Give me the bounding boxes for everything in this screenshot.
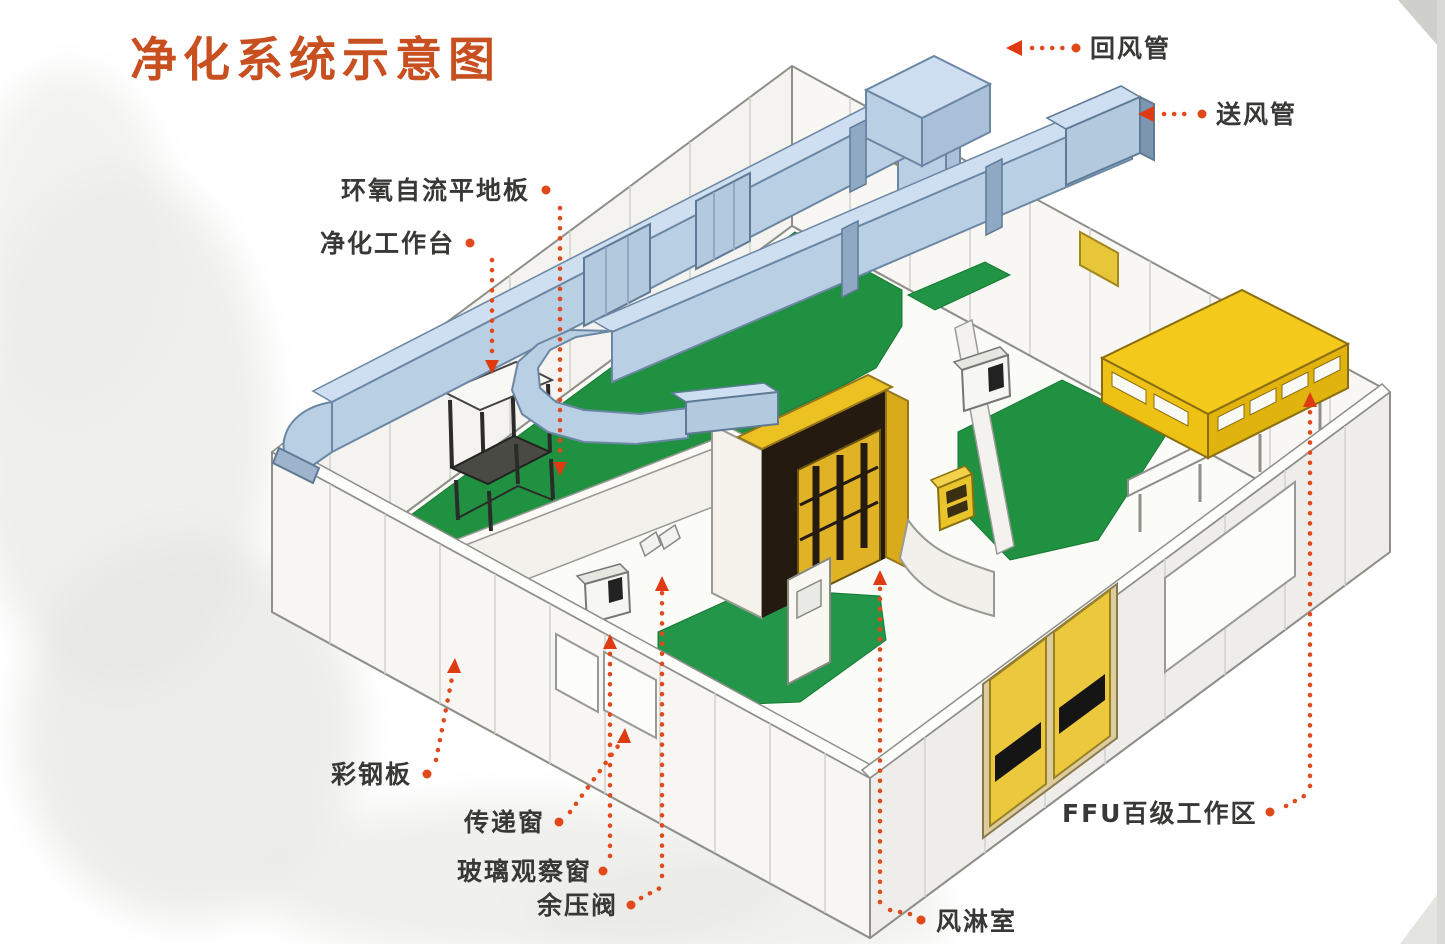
green-epoxy-floor-back	[906, 261, 1012, 311]
duct-joint-box	[583, 222, 651, 328]
glass-observation-window-panel	[555, 632, 599, 714]
duct-diffuser-box	[669, 382, 781, 436]
wall-control-box	[575, 563, 632, 626]
up-arrow-icon	[447, 658, 461, 673]
duct-flange-band	[841, 219, 859, 299]
air-shower-entry-doors	[982, 582, 1118, 840]
duct-flange-band	[985, 157, 1003, 237]
air-shower-room-structure	[710, 373, 909, 686]
label-text: 送风管	[1216, 100, 1297, 129]
speaker-grille-icon	[608, 577, 623, 603]
observation-window-panel	[1164, 480, 1296, 674]
label-text: FFU百级工作区	[1062, 799, 1257, 828]
up-arrow-icon	[617, 728, 631, 743]
label-return-air-duct: 回风管	[1006, 34, 1171, 63]
door-window	[796, 578, 822, 620]
label-text: 玻璃观察窗	[457, 857, 592, 886]
up-arrow-icon	[655, 576, 669, 591]
ffu-canopy-top	[1099, 288, 1351, 416]
door-kick-plate	[995, 722, 1041, 782]
door-kick-plate	[1059, 674, 1105, 734]
label-color-steel-panel: 彩钢板	[331, 658, 461, 789]
label-transfer-window: 传递窗	[463, 728, 631, 837]
label-text: 风淋室	[936, 907, 1017, 936]
page-edge-shadows	[1398, 0, 1445, 944]
duct-joint-box	[695, 171, 751, 271]
ffu-filter-slots	[1111, 355, 1341, 432]
label-text: 余压阀	[536, 891, 618, 920]
label-text: 传递窗	[463, 808, 545, 837]
annotations: 回风管 送风管 环氧自流平地板 净化工作台 彩钢板 传递窗	[130, 33, 1317, 936]
pressure-valve-vents	[639, 523, 681, 558]
background-marble	[0, 70, 950, 944]
duct-flange-band	[849, 118, 867, 194]
leader-dot-icon	[598, 866, 608, 876]
duct-elbow-right	[863, 54, 993, 168]
leader-dot-icon	[465, 238, 475, 248]
leader-dot-icon	[1265, 807, 1275, 817]
label-clean-workbench: 净化工作台	[320, 229, 499, 374]
ffu-work-area	[1099, 288, 1351, 532]
front-left-wall	[270, 443, 882, 939]
label-text: 回风管	[1090, 34, 1171, 63]
label-supply-air-duct: 送风管	[1138, 100, 1297, 129]
down-arrow-icon	[485, 360, 499, 374]
yellow-equipment-box	[929, 465, 976, 532]
workbench-shelf	[449, 434, 553, 486]
label-epoxy-floor: 环氧自流平地板	[341, 176, 567, 476]
left-arrow-icon	[1006, 40, 1022, 56]
up-arrow-icon	[1303, 392, 1317, 407]
wall-control-box	[952, 346, 1012, 413]
leader-dot-icon	[1197, 109, 1207, 119]
return-grille-icon	[1079, 230, 1119, 288]
duct-end-box	[1045, 85, 1155, 187]
label-ffu-class-100-work-area: FFU百级工作区	[1062, 392, 1317, 828]
leader-dot-icon	[541, 185, 551, 195]
page-title: 净化系统示意图	[130, 33, 501, 88]
air-shower-top-band	[735, 373, 895, 451]
left-arrow-icon	[1138, 106, 1154, 122]
leader-dot-icon	[916, 915, 926, 925]
duct-gooseneck-elbow	[511, 329, 689, 445]
leader-dot-icon	[1071, 43, 1081, 53]
duct-end-flange	[271, 446, 321, 485]
transfer-window-panel	[603, 650, 657, 740]
up-arrow-icon	[873, 570, 887, 585]
up-arrow-icon	[603, 634, 617, 649]
leader-dot-icon	[626, 900, 636, 910]
door-left-panel	[989, 636, 1047, 828]
air-shower-louver-unit	[797, 428, 881, 602]
label-text: 彩钢板	[331, 760, 412, 789]
supply-air-duct-run	[511, 85, 1155, 445]
air-shower-door	[787, 556, 831, 686]
down-arrow-icon	[553, 462, 567, 476]
front-right-wall	[860, 383, 1392, 939]
label-text: 环氧自流平地板	[341, 176, 530, 205]
speaker-grille-icon	[988, 363, 1004, 392]
label-air-shower-room: 风淋室	[873, 570, 1017, 936]
leader-dot-icon	[422, 769, 432, 779]
label-residual-pressure-valve: 余压阀	[536, 576, 669, 920]
label-text: 净化工作台	[320, 229, 455, 258]
curved-partition-wall	[898, 517, 995, 618]
leader-dot-icon	[554, 817, 564, 827]
door-right-panel	[1053, 588, 1111, 780]
label-glass-observation-window: 玻璃观察窗	[457, 634, 617, 886]
